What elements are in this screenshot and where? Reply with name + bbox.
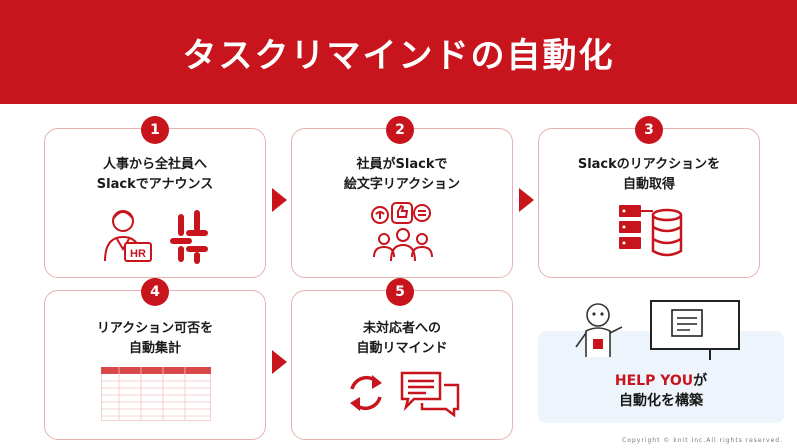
step-label: 人事から全社員へ Slackでアナウンス (96, 157, 214, 192)
brand-name: HELP YOU (614, 373, 694, 389)
step-badge-1: 1 (141, 116, 169, 144)
server-database-icon (619, 205, 683, 257)
copyright: Copyright © knit Inc.All rights reserved… (622, 437, 783, 444)
step-label: リアクション可否を 自動集計 (96, 321, 214, 356)
step-label: 未対応者への 自動リマインド (356, 321, 448, 356)
arrow-right-icon (272, 350, 287, 374)
hr-badge-text: HR (130, 248, 146, 260)
step-badge-4: 4 (141, 278, 169, 306)
step-card-3: Slackのリアクションを 自動取得 (538, 128, 760, 278)
arrow-right-icon (272, 188, 287, 212)
step-label: 社員がSlackで 絵文字リアクション (343, 157, 461, 192)
page-title: タスクリマインドの自動化 (182, 35, 615, 76)
monitor-icon (650, 300, 740, 360)
emoji-reaction-icon (371, 202, 433, 262)
refresh-icon (350, 375, 382, 411)
help-you-caption: HELP YOUが 自動化を構築 (614, 373, 708, 409)
step-label: Slackのリアクションを 自動取得 (577, 157, 721, 192)
chat-bubbles-icon (400, 371, 460, 417)
step-badge-5: 5 (386, 278, 414, 306)
spreadsheet-icon (101, 367, 211, 421)
arrow-right-icon (519, 188, 534, 212)
robot-icon (575, 303, 623, 357)
step-card-5: 未対応者への 自動リマインド (291, 290, 513, 440)
hr-person-icon: HR (104, 210, 208, 264)
step-badge-2: 2 (386, 116, 414, 144)
step-card-1: 人事から全社員へ Slackでアナウンス HR (44, 128, 266, 278)
step-card-2: 社員がSlackで 絵文字リアクション (291, 128, 513, 278)
title-banner: タスクリマインドの自動化 (0, 0, 797, 104)
slack-icon (170, 210, 208, 264)
step-card-4: リアクション可否を 自動集計 (44, 290, 266, 440)
step-badge-3: 3 (635, 116, 663, 144)
